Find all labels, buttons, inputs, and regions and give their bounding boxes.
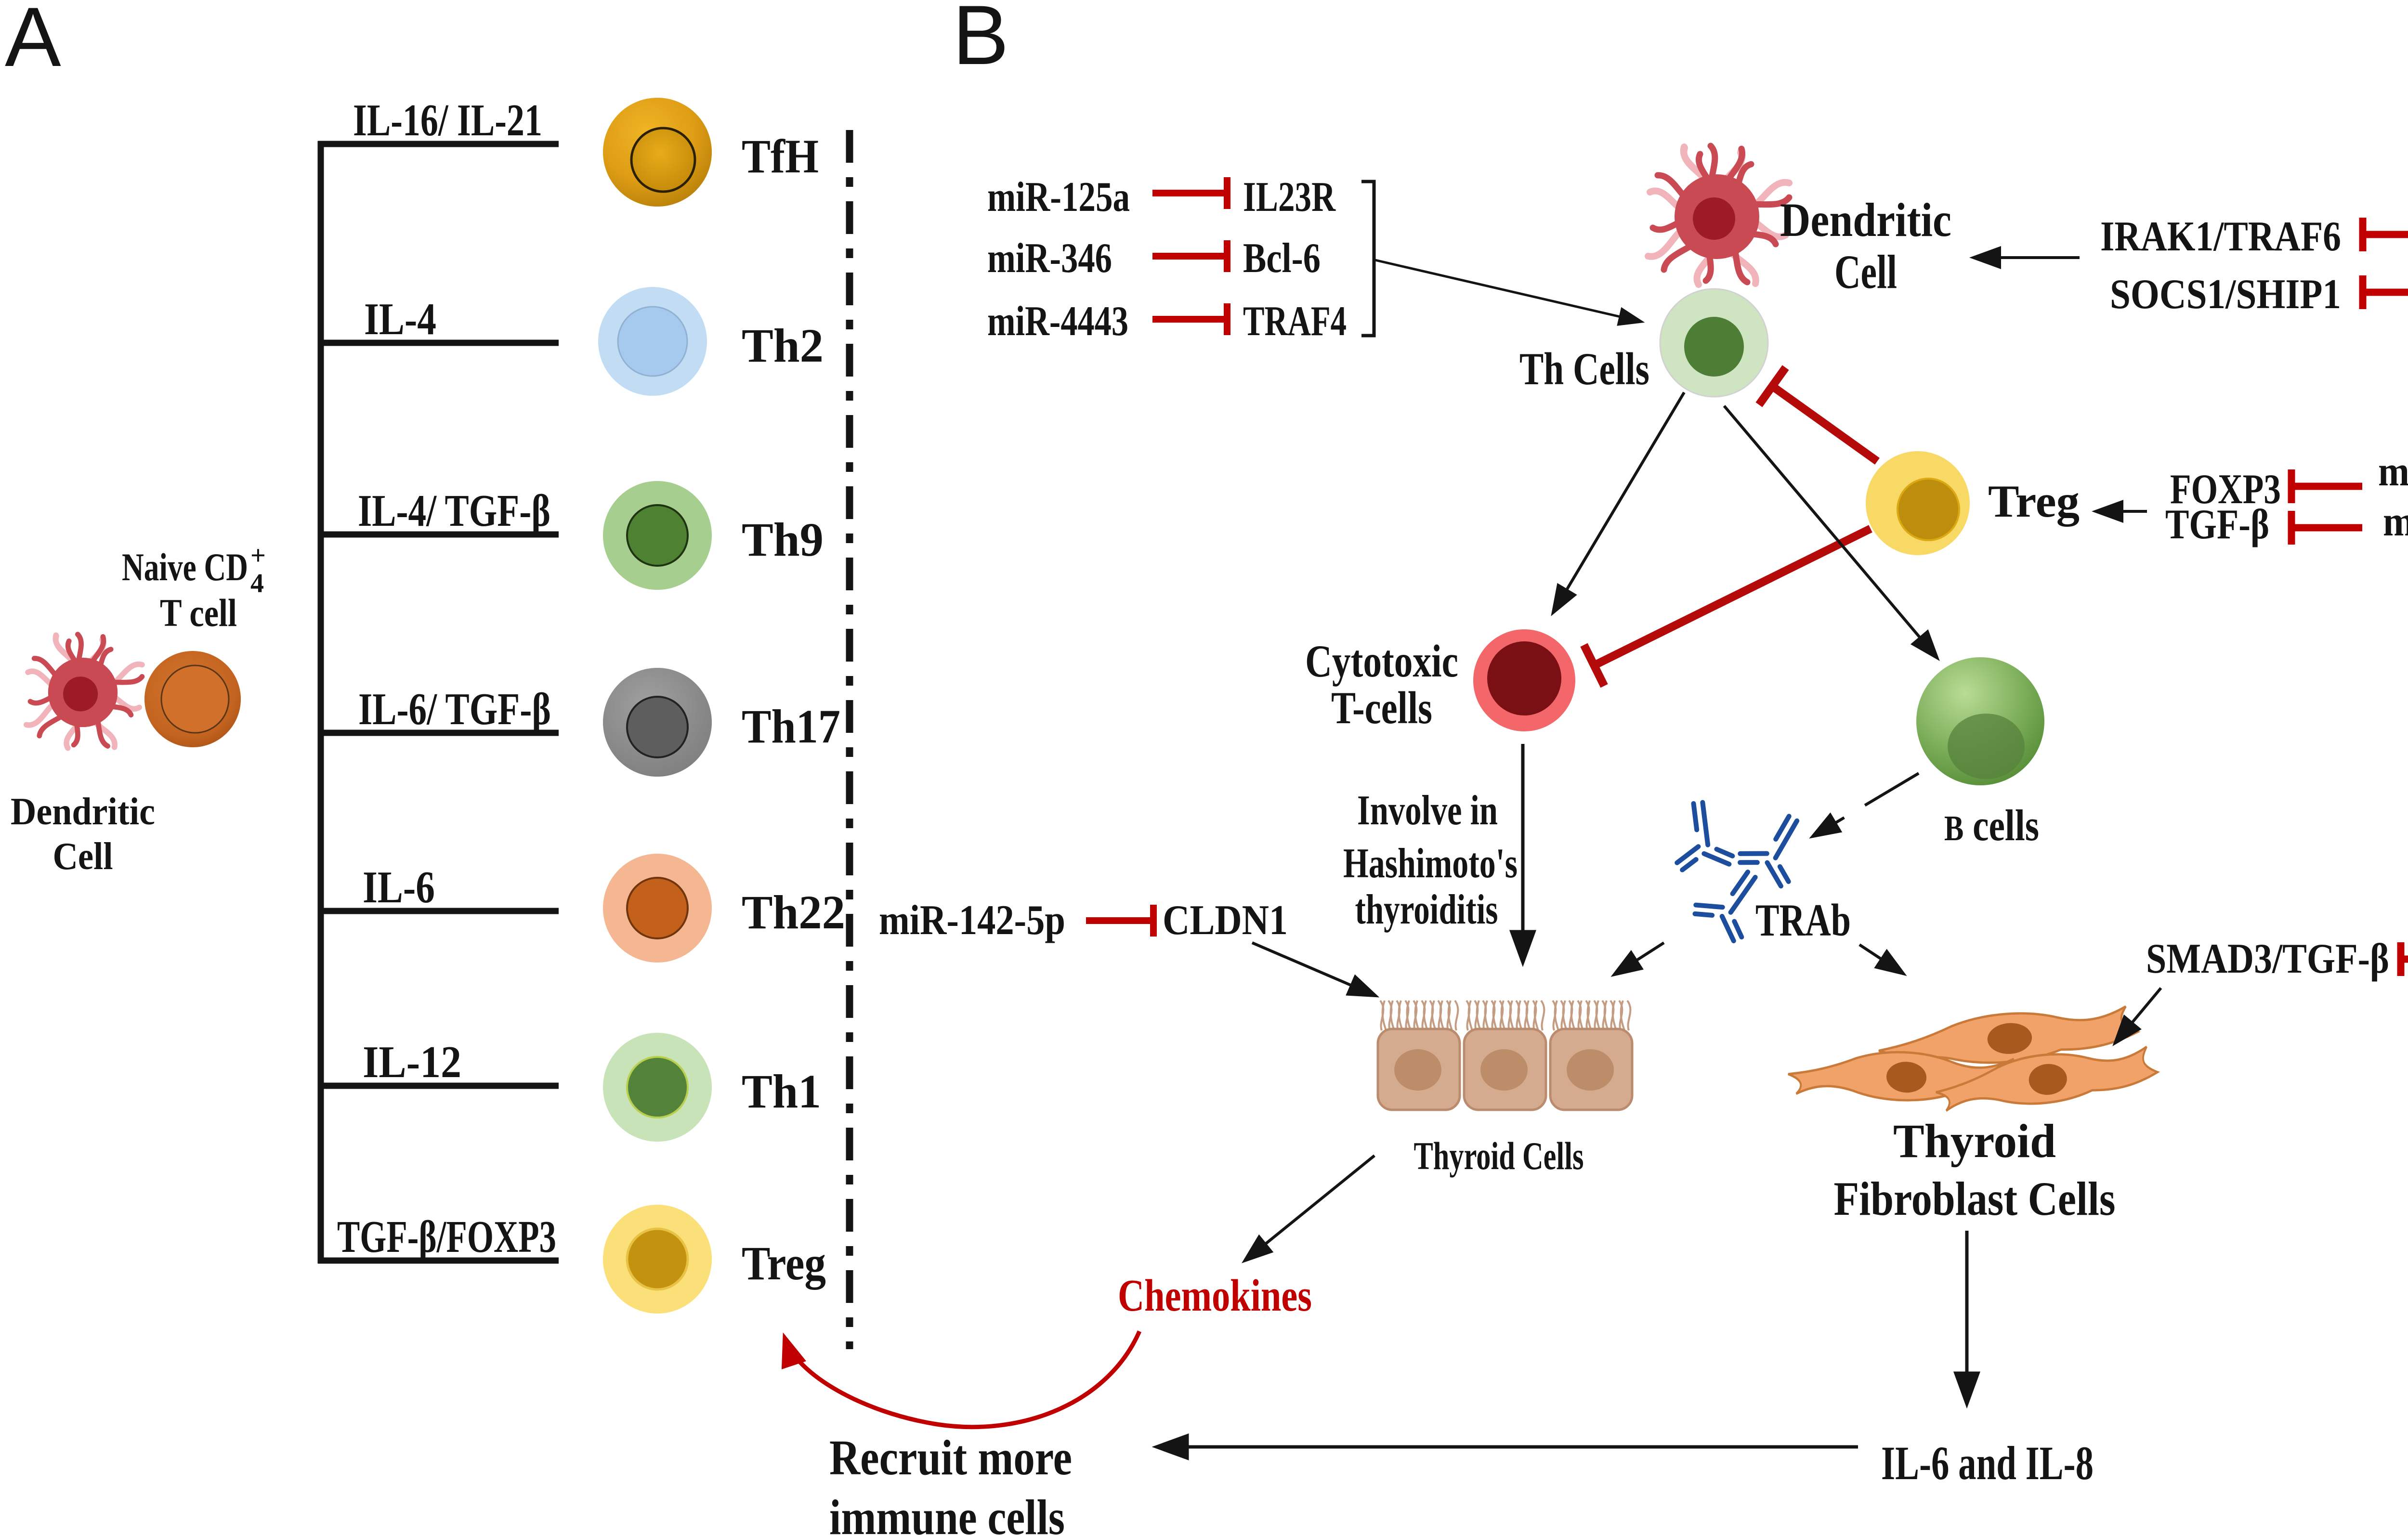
svg-text:Cytotoxic: Cytotoxic — [1305, 636, 1458, 687]
svg-text:Thyroid: Thyroid — [1893, 1114, 2056, 1168]
svg-text:Hashimoto's: Hashimoto's — [1343, 840, 1518, 887]
svg-text:Cell: Cell — [1834, 245, 1897, 299]
svg-text:miR-142-5p: miR-142-5p — [879, 897, 1065, 944]
svg-text:thyroiditis: thyroiditis — [1355, 886, 1498, 933]
svg-text:CLDN1: CLDN1 — [1163, 897, 1288, 944]
svg-text:miR-125a: miR-125a — [987, 174, 1130, 221]
svg-text:IL-12: IL-12 — [363, 1037, 461, 1087]
svg-text:4: 4 — [250, 569, 264, 598]
svg-text:IL-16/ IL-21: IL-16/ IL-21 — [353, 95, 542, 145]
svg-text:IL-6/ TGF-β: IL-6/ TGF-β — [358, 684, 551, 734]
svg-text:Bcl-6: Bcl-6 — [1243, 235, 1321, 282]
svg-text:TGF-β/FOXP3: TGF-β/FOXP3 — [337, 1212, 556, 1262]
svg-text:Involve in: Involve in — [1357, 787, 1498, 834]
svg-text:B cells: B cells — [1944, 801, 2039, 850]
svg-text:Chemokines: Chemokines — [1118, 1271, 1312, 1321]
svg-text:IL-4/ TGF-β: IL-4/ TGF-β — [358, 486, 550, 536]
svg-text:Th17: Th17 — [742, 700, 840, 753]
svg-text:TGF-β: TGF-β — [2165, 501, 2269, 548]
svg-text:T-cells: T-cells — [1331, 682, 1432, 733]
svg-text:Treg: Treg — [1988, 476, 2080, 527]
svg-text:SMAD3/TGF-β: SMAD3/TGF-β — [2146, 936, 2389, 982]
svg-text:A: A — [5, 0, 61, 84]
svg-text:SOCS1/SHIP1: SOCS1/SHIP1 — [2110, 271, 2341, 318]
svg-text:T cell: T cell — [160, 591, 237, 635]
svg-text:IL-6: IL-6 — [363, 862, 435, 912]
svg-text:B: B — [953, 0, 1009, 82]
svg-text:Thyroid Cells: Thyroid Cells — [1414, 1134, 1584, 1178]
svg-text:Th22: Th22 — [742, 885, 845, 939]
svg-text:Dendritic: Dendritic — [11, 791, 155, 833]
svg-text:Naive CD: Naive CD — [122, 545, 248, 589]
svg-text:FOXP3: FOXP3 — [2170, 466, 2281, 513]
svg-text:Treg: Treg — [742, 1236, 826, 1290]
svg-text:Th1: Th1 — [742, 1065, 821, 1118]
svg-text:miR-125a: miR-125a — [2383, 498, 2408, 545]
svg-text:Th9: Th9 — [742, 513, 824, 566]
svg-text:IL-4: IL-4 — [364, 294, 436, 344]
svg-text:TfH: TfH — [742, 130, 819, 183]
svg-text:miR-4443: miR-4443 — [987, 298, 1128, 345]
svg-text:IL23R: IL23R — [1243, 174, 1336, 221]
svg-text:IL-6 and IL-8: IL-6 and IL-8 — [1881, 1436, 2094, 1490]
svg-text:Dendritic: Dendritic — [1780, 193, 1951, 247]
svg-text:immune cells: immune cells — [829, 1490, 1065, 1535]
svg-text:TRAF4: TRAF4 — [1243, 298, 1347, 345]
svg-text:Fibroblast Cells: Fibroblast Cells — [1834, 1172, 2116, 1225]
svg-text:miR-23a-3p: miR-23a-3p — [2378, 448, 2408, 495]
svg-text:IRAK1/TRAF6: IRAK1/TRAF6 — [2100, 213, 2341, 260]
svg-text:Th Cells: Th Cells — [1519, 343, 1649, 394]
svg-text:miR-346: miR-346 — [987, 235, 1112, 282]
svg-text:Th2: Th2 — [742, 319, 824, 372]
svg-text:Cell: Cell — [53, 835, 113, 878]
svg-text:+: + — [250, 541, 266, 571]
svg-text:TRAb: TRAb — [1755, 895, 1851, 946]
svg-text:Recruit more: Recruit more — [829, 1430, 1072, 1485]
